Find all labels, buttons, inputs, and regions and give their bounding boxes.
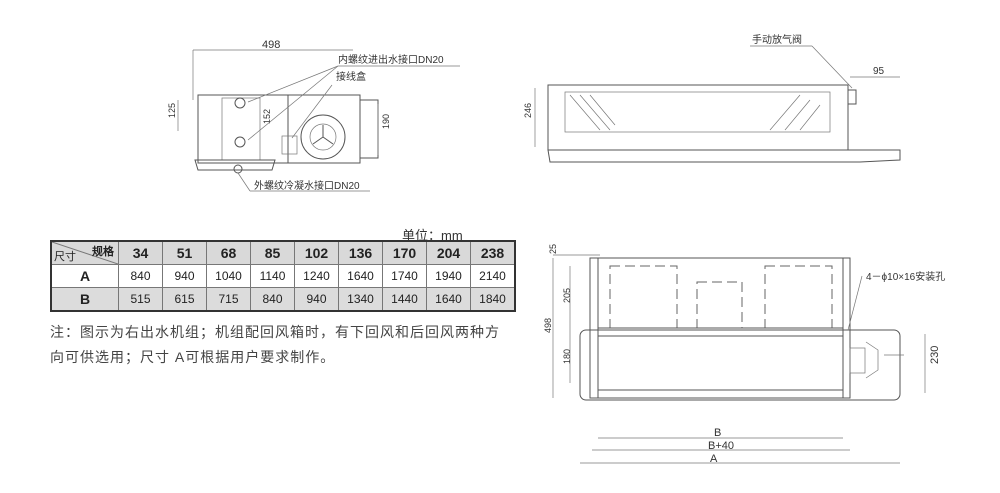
table-row: A 840 940 1040 1140 1240 1640 1740 1940 … [50,264,516,288]
cell: 615 [162,287,207,312]
cell: 1040 [206,264,251,288]
header-cell: 85 [250,240,295,265]
note-line-2: 向可供选用；尺寸 A可根据用户要求制作。 [50,349,336,365]
cell: 715 [206,287,251,312]
cell: 1140 [250,264,295,288]
row-label: B [50,287,119,312]
header-cell: 51 [162,240,207,265]
cell: 2140 [470,264,516,288]
cell: 1640 [338,264,383,288]
dim-230: 230 [929,346,941,364]
table-header-row: 规格 尺寸 34 51 68 85 102 136 170 204 238 [50,240,516,265]
header-cell: 170 [382,240,427,265]
cell: 1940 [426,264,471,288]
cell: 840 [250,287,295,312]
label-air-valve: 手动放气阀 [752,33,802,46]
header-cell: 68 [206,240,251,265]
header-cell: 238 [470,240,516,265]
corner-size: 尺寸 [54,251,76,263]
dim-498-plan: 498 [543,318,553,333]
dim-180: 180 [562,349,572,364]
cell: 840 [118,264,163,288]
dimension-table: 规格 尺寸 34 51 68 85 102 136 170 204 238 A … [50,240,516,312]
note-line-1: 注：图示为右出水机组；机组配回风箱时，有下回风和后回风两种方 [50,324,500,340]
cell: 1840 [470,287,516,312]
label-water-inlet: 内螺纹进出水接口DN20 [338,53,444,66]
cell: 1240 [294,264,339,288]
label-drain: 外螺纹冷凝水接口DN20 [254,179,360,192]
cell: 940 [294,287,339,312]
dim-152: 152 [262,109,272,124]
plan-view: 25 498 205 180 230 4－ϕ10×16安装孔 B B+40 A [543,244,945,465]
label-junction-box: 接线盒 [336,70,366,83]
cell: 1440 [382,287,427,312]
dim-A: A [710,453,718,465]
dim-498: 498 [262,39,280,51]
header-cell: 136 [338,240,383,265]
dim-95: 95 [873,66,885,77]
header-cell: 102 [294,240,339,265]
header-cell: 34 [118,240,163,265]
dim-246: 246 [523,103,533,118]
dim-B: B [714,427,721,439]
front-view: 498 125 152 190 内螺纹进出水接口DN20 接线盒 外螺纹冷凝水接… [167,39,460,192]
dim-190: 190 [381,114,391,129]
label-mounting-holes: 4－ϕ10×16安装孔 [866,270,945,283]
dim-25: 25 [548,244,558,254]
cell: 515 [118,287,163,312]
header-cell: 204 [426,240,471,265]
corner-cell: 规格 尺寸 [50,240,119,265]
cell: 1740 [382,264,427,288]
row-label: A [50,264,119,288]
dim-B-plus-40: B+40 [708,440,734,452]
corner-spec: 规格 [92,246,114,258]
cell: 1640 [426,287,471,312]
cell: 1340 [338,287,383,312]
cell: 940 [162,264,207,288]
dim-205: 205 [562,288,572,303]
side-view: 246 95 手动放气阀 [523,33,901,163]
dim-125: 125 [167,103,177,118]
unit-label: 单位：mm [402,228,463,243]
table-row: B 515 615 715 840 940 1340 1440 1640 184… [50,287,516,312]
